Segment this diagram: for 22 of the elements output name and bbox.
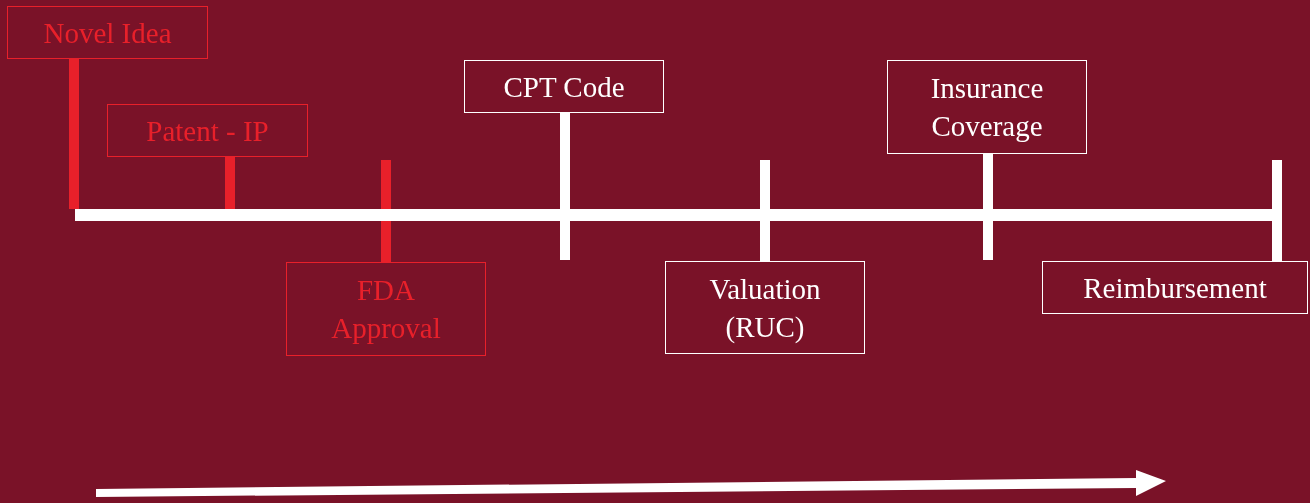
tick-line bbox=[1272, 221, 1282, 261]
milestone-box bbox=[665, 261, 865, 354]
milestone-label: Patent - IP bbox=[146, 113, 269, 149]
milestone-label: FDA Approval bbox=[330, 273, 442, 346]
milestone-label: Valuation (RUC) bbox=[708, 271, 822, 345]
milestone-label: Insurance Coverage bbox=[929, 71, 1045, 144]
milestone-box bbox=[1042, 261, 1308, 314]
tick-line bbox=[69, 59, 79, 209]
tick-line bbox=[760, 221, 770, 261]
milestone-box bbox=[286, 262, 486, 356]
tick-line bbox=[983, 154, 993, 209]
milestone-box bbox=[464, 60, 664, 113]
milestone-label: CPT Code bbox=[503, 69, 625, 105]
milestone-box bbox=[7, 6, 208, 59]
milestone-label: Novel Idea bbox=[43, 15, 172, 51]
tick-line bbox=[225, 157, 235, 209]
milestone-box bbox=[887, 60, 1087, 154]
timeline-bar bbox=[75, 209, 1282, 221]
milestone-label: Reimbursement bbox=[1083, 270, 1267, 306]
milestone-box bbox=[107, 104, 308, 157]
tick-line bbox=[560, 113, 570, 209]
tick-line bbox=[381, 221, 391, 262]
